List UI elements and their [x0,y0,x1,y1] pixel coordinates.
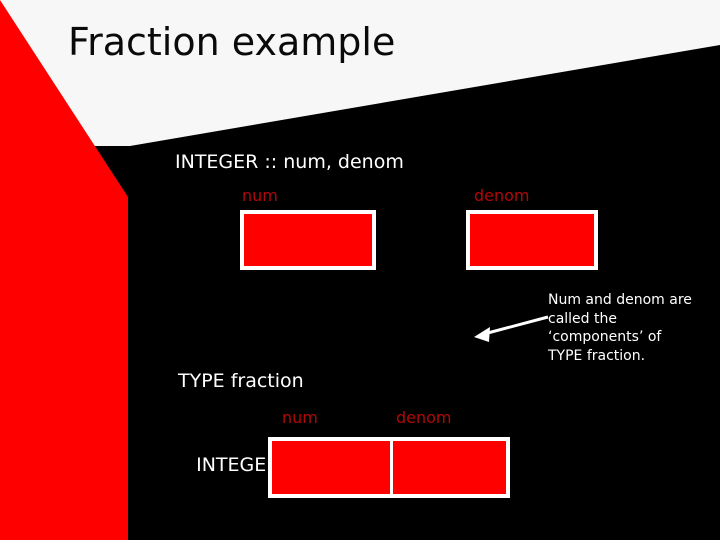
left-arrow-icon [474,315,549,342]
field-label-num-top: num [242,186,278,205]
callout-line-2: called the [548,310,617,327]
callout-line-3: ‘components’ of [548,329,662,345]
callout-line-4: TYPE fraction. [548,347,646,364]
type-line-3: END TYPE fraction [178,535,425,540]
memory-box-num-top [240,210,376,270]
red-wedge-shape [0,0,128,540]
memory-box-denom-bottom [393,441,506,494]
memory-box-pair-bottom [268,437,510,498]
declaration-line: INTEGER :: num, denom [175,151,404,173]
memory-box-denom-top [466,210,598,270]
field-label-denom-bottom: denom [396,408,452,427]
callout-note: Num and denom are called the ‘components… [548,291,720,365]
memory-box-num-bottom [272,441,390,494]
field-label-denom-top: denom [474,186,530,205]
field-label-num-bottom: num [282,408,318,427]
callout-line-1: Num and denom are [548,292,692,308]
page-title: Fraction example [68,20,396,64]
type-line-1: TYPE fraction [178,370,304,392]
